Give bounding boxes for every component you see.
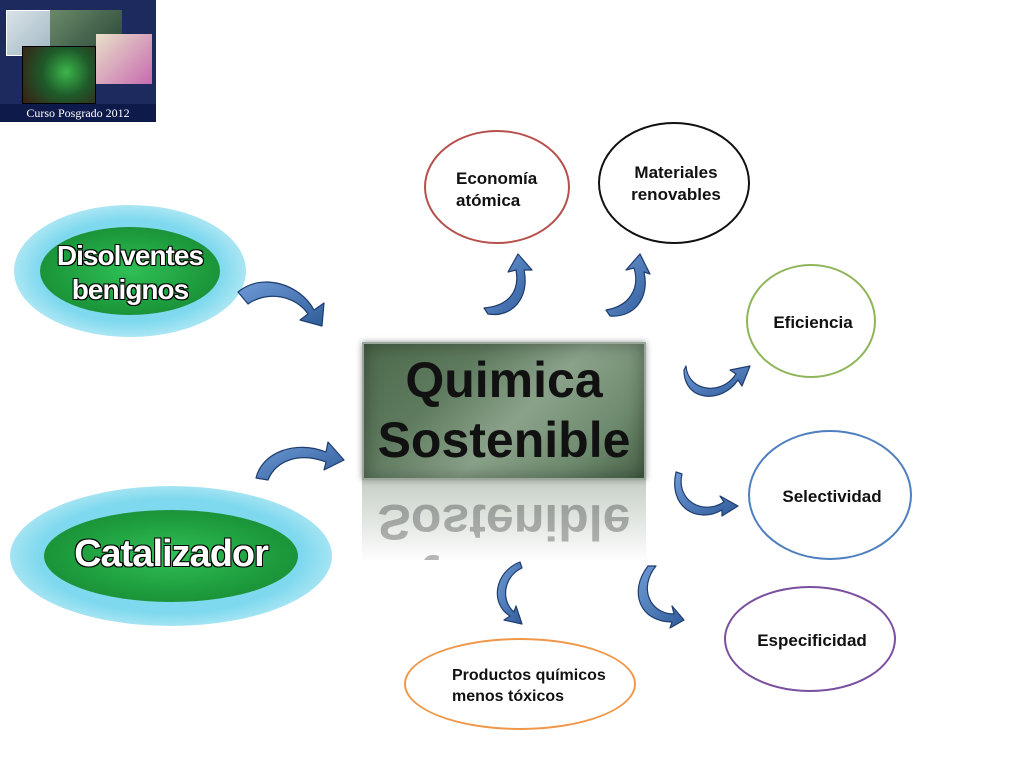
economia-label: Economía atómica [456,168,537,212]
course-logo: Curso Posgrado 2012 [0,0,156,122]
arrow-materiales-icon [605,253,651,317]
arrow-especificidad-icon [637,565,685,629]
reflection-line2: Sostenible [377,494,631,550]
catalizador-label: Catalizador [74,533,269,575]
especificidad-label: Especificidad [757,631,867,650]
logo-caption: Curso Posgrado 2012 [0,104,156,122]
economia-line1: Economía [456,169,538,188]
catalizador-bubble: Catalizador [10,486,332,626]
materiales-label: Materiales renovables [600,162,752,206]
arrow-productos-icon [496,561,523,625]
selectividad-node: Selectividad [748,430,912,560]
eficiencia-node: Eficiencia [746,264,876,378]
economia-line2: atómica [456,191,521,210]
arrow-economia-icon [483,253,533,316]
logo-photo-glassware [96,34,152,84]
productos-line2: menos tóxicos [452,688,565,705]
quimica-sostenible-box: Quimica Sostenible [362,342,646,480]
productos-line1: Productos químicos [452,667,606,684]
materiales-line1: Materiales [634,163,718,182]
materiales-node: Materiales renovables [598,122,750,244]
reflection-line1: Quimica [362,552,646,560]
center-title: Quimica Sostenible [364,350,644,470]
arrow-catalizador-icon [255,441,345,481]
productos-node: Productos químicos menos tóxicos [404,638,636,730]
disolventes-bubble: Disolventes benignos [14,205,246,337]
disolventes-line1: Disolventes [56,240,204,271]
arrow-eficiencia-icon [683,365,751,397]
especificidad-node: Especificidad [724,586,896,692]
disolventes-label: Disolventes benignos [14,239,246,307]
selectividad-label: Selectividad [782,487,882,506]
productos-label: Productos químicos menos tóxicos [452,665,606,707]
materiales-line2: renovables [631,185,721,204]
center-title-line1: Quimica [405,352,603,408]
eficiencia-label: Eficiencia [773,313,853,332]
center-reflection: Quimica Sostenible [362,480,646,560]
logo-photo-green [22,46,96,104]
arrow-disolventes-icon [237,281,325,327]
arrow-selectividad-icon [674,471,739,517]
center-title-line2: Sostenible [377,412,631,468]
economia-node: Economía atómica [424,130,570,244]
disolventes-line2: benignos [71,274,189,305]
